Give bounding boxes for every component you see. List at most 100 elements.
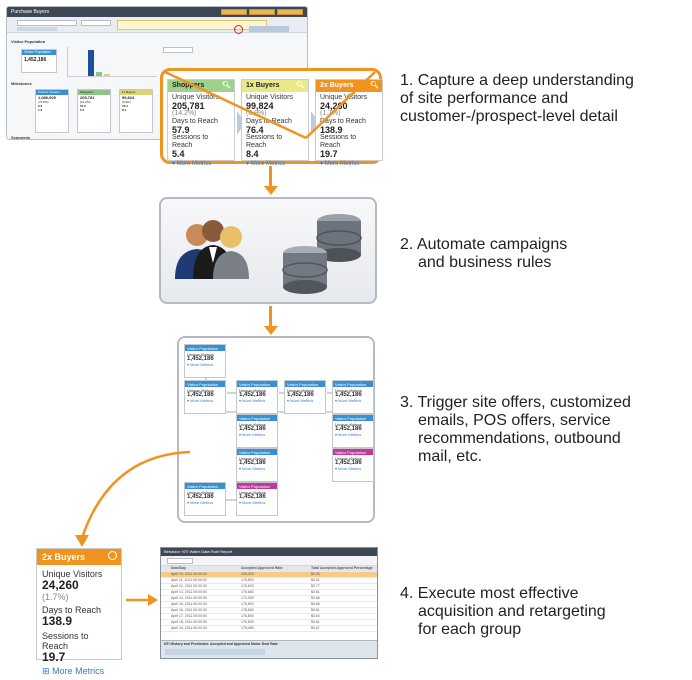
more-metrics-link[interactable]: ⊞ More Metrics (42, 666, 105, 676)
table-cell: April 17, 2011 00:00:00 (171, 614, 207, 618)
search-icon[interactable]: 🔍︎ (370, 82, 379, 89)
more-metrics-link[interactable]: ▾ More Metrics (239, 398, 266, 403)
node-value: 1,452,186 (239, 494, 266, 500)
table-row[interactable]: April 11, 2011 00:00:00 175,800 $0.01 (161, 578, 377, 584)
node-header: Visitor Population (285, 381, 325, 387)
node-header: Visitor Population (185, 483, 225, 489)
table-cell: 172,300 (241, 596, 254, 600)
section-milestones: Milestones (11, 81, 32, 86)
more-metrics-link[interactable]: ▾ More Metrics (239, 466, 266, 471)
arrow-down-icon (264, 186, 278, 195)
more-metrics-link[interactable]: ▾ More Metrics (287, 398, 314, 403)
report-toolbar (161, 556, 377, 566)
node-header: Visitor Population (185, 381, 225, 387)
section-visitor-population: Visitor Population (11, 39, 46, 44)
add-segment-link[interactable] (17, 27, 57, 31)
node-value: 1,452,186 (239, 426, 266, 432)
automation-panel (159, 197, 377, 304)
table-cell: 176,800 (241, 614, 254, 618)
chart-type-selector[interactable] (163, 47, 193, 53)
node-label: Unique Visitors (187, 490, 214, 495)
app-titlebar: Purchase Buyers (7, 7, 307, 17)
table-cell: $0.01 (311, 578, 320, 582)
segment-selector[interactable] (81, 20, 111, 26)
search-icon[interactable]: 🔍︎ (222, 82, 231, 89)
more-metrics-link[interactable]: ▾ More Metrics (320, 161, 360, 167)
funnel-card-header: 2x Buyers🔍︎ (316, 80, 382, 92)
table-cell: April 11, 2011 00:00:00 (171, 578, 207, 582)
more-metrics-link[interactable]: ▾ More Metrics (335, 432, 362, 437)
node-value: 1,452,186 (187, 494, 214, 500)
table-cell: 176,480 (241, 626, 254, 630)
highlight-icon[interactable] (234, 25, 243, 34)
search-icon[interactable]: 🔍︎ (296, 82, 305, 89)
buyers-callout-card: 2x Buyers Unique Visitors 24,260 (1.7%) … (36, 548, 122, 676)
table-cell: 176,600 (241, 620, 254, 624)
node-value: 1,452,186 (335, 460, 362, 466)
node-label: Unique Visitors (239, 490, 266, 495)
table-cell: $0.67 (311, 626, 320, 630)
unique-visitors-value: 24,260 (320, 101, 348, 111)
more-metrics-link[interactable]: ▾ More Metrics (172, 161, 212, 167)
node-header: Visitor Population (237, 415, 277, 421)
table-cell: 178,660 (241, 608, 254, 612)
more-metrics-link[interactable]: ▾ More Metrics (239, 500, 266, 505)
curved-arrow (75, 450, 191, 606)
node-label: Unique Visitors (287, 388, 314, 393)
more-metrics-link[interactable]: ▾ More Metrics (335, 398, 362, 403)
more-metrics-link[interactable]: ▾ More Metrics (335, 466, 362, 471)
days-value: 138.9 (42, 614, 73, 628)
table-cell: April 16, 2011 00:00:00 (171, 608, 207, 612)
sessions-label: Sessions to Reach (42, 631, 89, 651)
toolbar-buttons[interactable] (221, 9, 303, 15)
node-value: 1,452,186 (187, 356, 214, 362)
filter-bar (7, 17, 307, 34)
date-selector[interactable] (17, 20, 77, 26)
more-metrics-link[interactable]: ▾ More Metrics (187, 398, 214, 403)
date-range-box[interactable] (117, 20, 267, 30)
footer-controls[interactable] (165, 649, 265, 655)
node-label: Unique Visitors (335, 422, 362, 427)
callout-header: 2x Buyers (37, 549, 121, 565)
report-title: Behavior: NTI Water Data Role Report (161, 548, 377, 556)
node-label: Unique Visitors (335, 456, 362, 461)
unique-visitors-value: 205,781 (172, 101, 205, 111)
node-value: 1,452,186 (335, 426, 362, 432)
more-metrics-link[interactable]: ▾ More Metrics (187, 362, 214, 367)
action-icons[interactable] (249, 26, 289, 32)
table-cell: $0.61 (311, 620, 320, 624)
more-metrics-link[interactable]: ▾ More Metrics (239, 432, 266, 437)
sessions-value: 19.7 (42, 650, 66, 664)
report-tab[interactable] (167, 558, 193, 564)
more-metrics-link[interactable]: ▾ More Metrics (187, 500, 214, 505)
node-header: Visitor Population (333, 415, 373, 421)
more-metrics-link[interactable]: ▾ More Metrics (246, 161, 286, 167)
search-icon[interactable] (108, 551, 117, 560)
table-cell: $0.66 (311, 596, 320, 600)
table-cell: 175,800 (241, 578, 254, 582)
days-label: Days to Reach (42, 605, 102, 615)
